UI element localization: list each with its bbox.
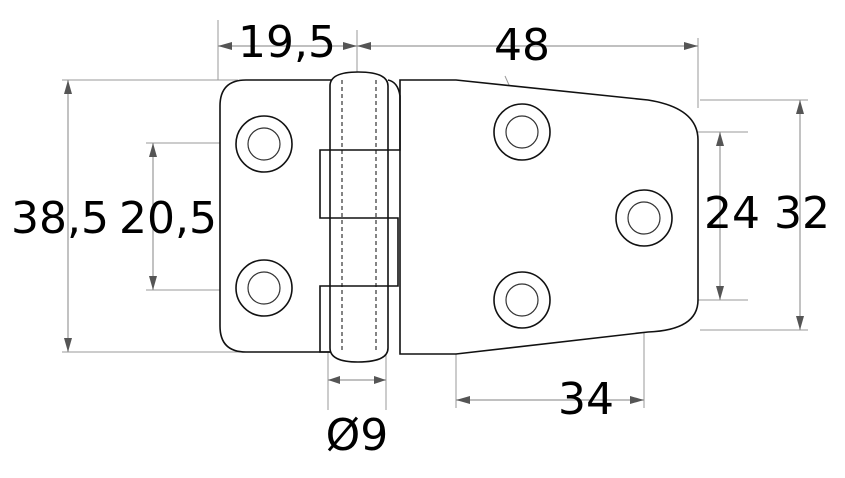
mounting-holes [235,103,673,329]
label-right-height: 32 [774,188,830,239]
hole-right-bottom [493,271,551,329]
label-right-offset: 34 [558,374,614,425]
hole-right-top [493,103,551,161]
dimension-lines [64,42,804,404]
hole-left-bottom [235,259,293,317]
hole-right-center [615,189,673,247]
dimension-labels: 19,5 48 38,5 20,5 24 32 34 Ø9 [11,17,830,461]
hole-left-top [235,115,293,173]
right-leaf [399,79,699,355]
label-hole-spacing-right: 24 [704,188,760,239]
label-leaf-width: 19,5 [238,17,336,68]
label-pin-diameter: Ø9 [326,410,389,461]
hinge-pin [329,71,389,363]
label-hole-spacing-left: 20,5 [119,193,217,244]
label-overall-height: 38,5 [11,193,109,244]
label-total-width: 48 [494,20,550,71]
